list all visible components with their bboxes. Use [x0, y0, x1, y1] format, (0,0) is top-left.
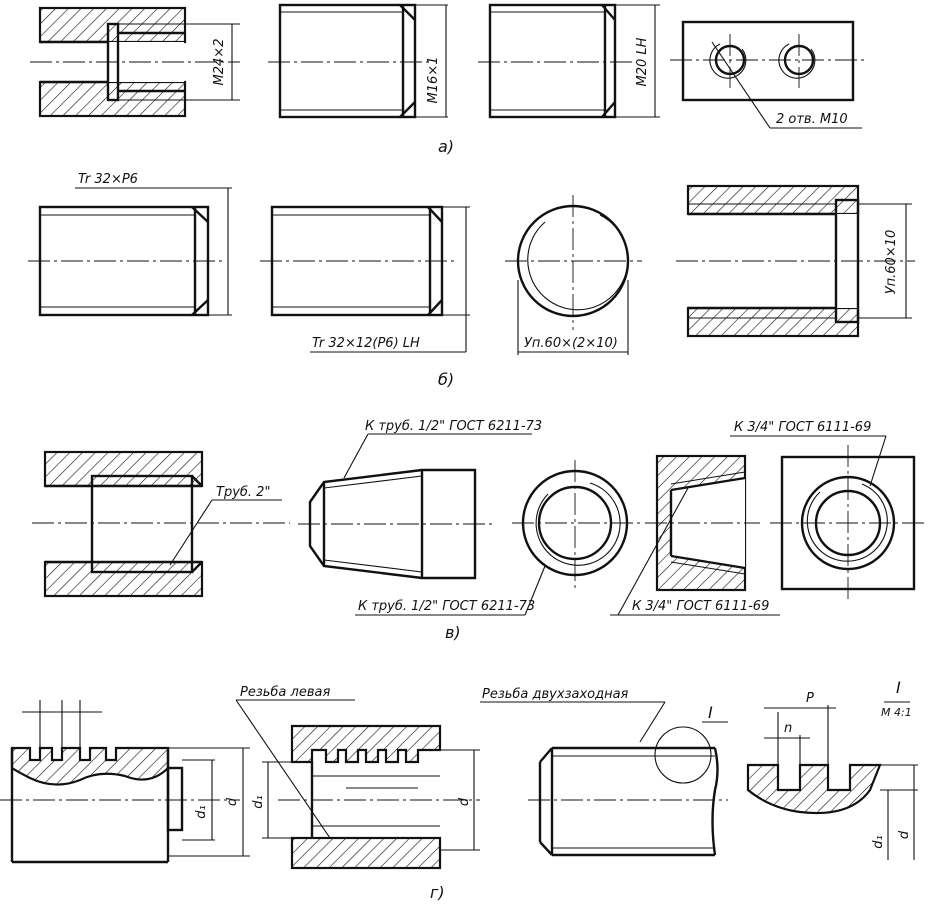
- label-k-trub-bottom: К труб. 1/2" ГОСТ 6211-73: [358, 599, 535, 614]
- trapezoid-thread-tr32-lh: Tr 32×12(P6) LH: [260, 205, 470, 353]
- label-detail-I: I: [708, 703, 713, 722]
- internal-left-thread-section: Резьба левая d₁ d: [235, 685, 480, 870]
- label-k-trub-top: К труб. 1/2" ГОСТ 6211-73: [365, 419, 542, 434]
- tapered-internal-k34: К 3/4" ГОСТ 6111-69: [610, 454, 780, 616]
- external-thread-m16: М16×1: [268, 3, 448, 119]
- label-m24: М24×2: [212, 39, 227, 86]
- end-view-tapered: К труб. 1/2" ГОСТ 6211-73: [355, 460, 640, 616]
- row-g: d₁ d Резьба левая d₁ d: [0, 678, 918, 902]
- caption-a: а): [438, 137, 454, 156]
- rod-outline: [278, 3, 417, 119]
- label-d1-b: d₁: [251, 795, 266, 808]
- double-start-thread: Резьба двухзаходная I: [480, 687, 728, 857]
- label-d1-c: d₁: [871, 835, 886, 848]
- label-trub2: Труб. 2": [216, 485, 270, 500]
- label-tr32lh: Tr 32×12(P6) LH: [312, 336, 420, 351]
- label-rezba-levaya: Резьба левая: [240, 685, 330, 700]
- label-rezba-dvuh: Резьба двухзаходная: [482, 687, 629, 702]
- label-m20lh: М20 LH: [635, 37, 650, 86]
- label-scale: М 4:1: [881, 706, 912, 719]
- label-m16: М16×1: [426, 57, 441, 104]
- caption-v: в): [445, 623, 461, 642]
- internal-thread-m24-section: М24×2: [30, 6, 240, 118]
- label-k34-top: К 3/4" ГОСТ 6111-69: [734, 420, 871, 435]
- label-k34-bottom: К 3/4" ГОСТ 6111-69: [632, 599, 769, 614]
- end-view-k34-square: К 3/4" ГОСТ 6111-69: [730, 420, 926, 602]
- detail-I-title: I: [896, 678, 901, 697]
- caption-g: г): [430, 883, 445, 902]
- internal-thread-up60: Уп.60×10: [676, 184, 915, 338]
- caption-b: б): [438, 370, 454, 389]
- pipe-thread-trub2: Труб. 2": [32, 450, 290, 598]
- label-d-b: d: [457, 797, 472, 806]
- external-thread-m20lh: М20 LH: [478, 3, 660, 119]
- end-view-up60: Уп.60×(2×10): [505, 195, 642, 355]
- label-two-holes: 2 отв. М10: [776, 112, 848, 127]
- detail-I-profile: P n I М 4:1 d₁ d: [746, 678, 918, 860]
- row-v: Труб. 2" К труб. 1/2" ГОСТ 6211-73 К тру…: [32, 419, 926, 642]
- label-P: P: [806, 691, 814, 706]
- trapezoid-thread-tr32: Tr 32×P6: [28, 172, 232, 317]
- label-d-a: d: [225, 797, 240, 806]
- label-d1-a: d₁: [194, 805, 209, 818]
- row-b: Tr 32×P6 Tr 32×12(P6) LH Уп.60: [28, 172, 915, 389]
- tapered-pipe-thread-external: К труб. 1/2" ГОСТ 6211-73: [298, 419, 542, 580]
- label-d-c: d: [897, 830, 912, 839]
- plate-two-holes-m10: 2 отв. М10: [670, 20, 866, 129]
- label-up60: Уп.60×10: [884, 230, 899, 295]
- square-thread-external-break: d₁ d: [0, 700, 250, 864]
- label-up60-2: Уп.60×(2×10): [524, 336, 618, 351]
- label-n: n: [784, 721, 792, 736]
- row-a: М24×2 М16×1 М20: [30, 3, 866, 156]
- label-tr32p6: Tr 32×P6: [78, 172, 138, 187]
